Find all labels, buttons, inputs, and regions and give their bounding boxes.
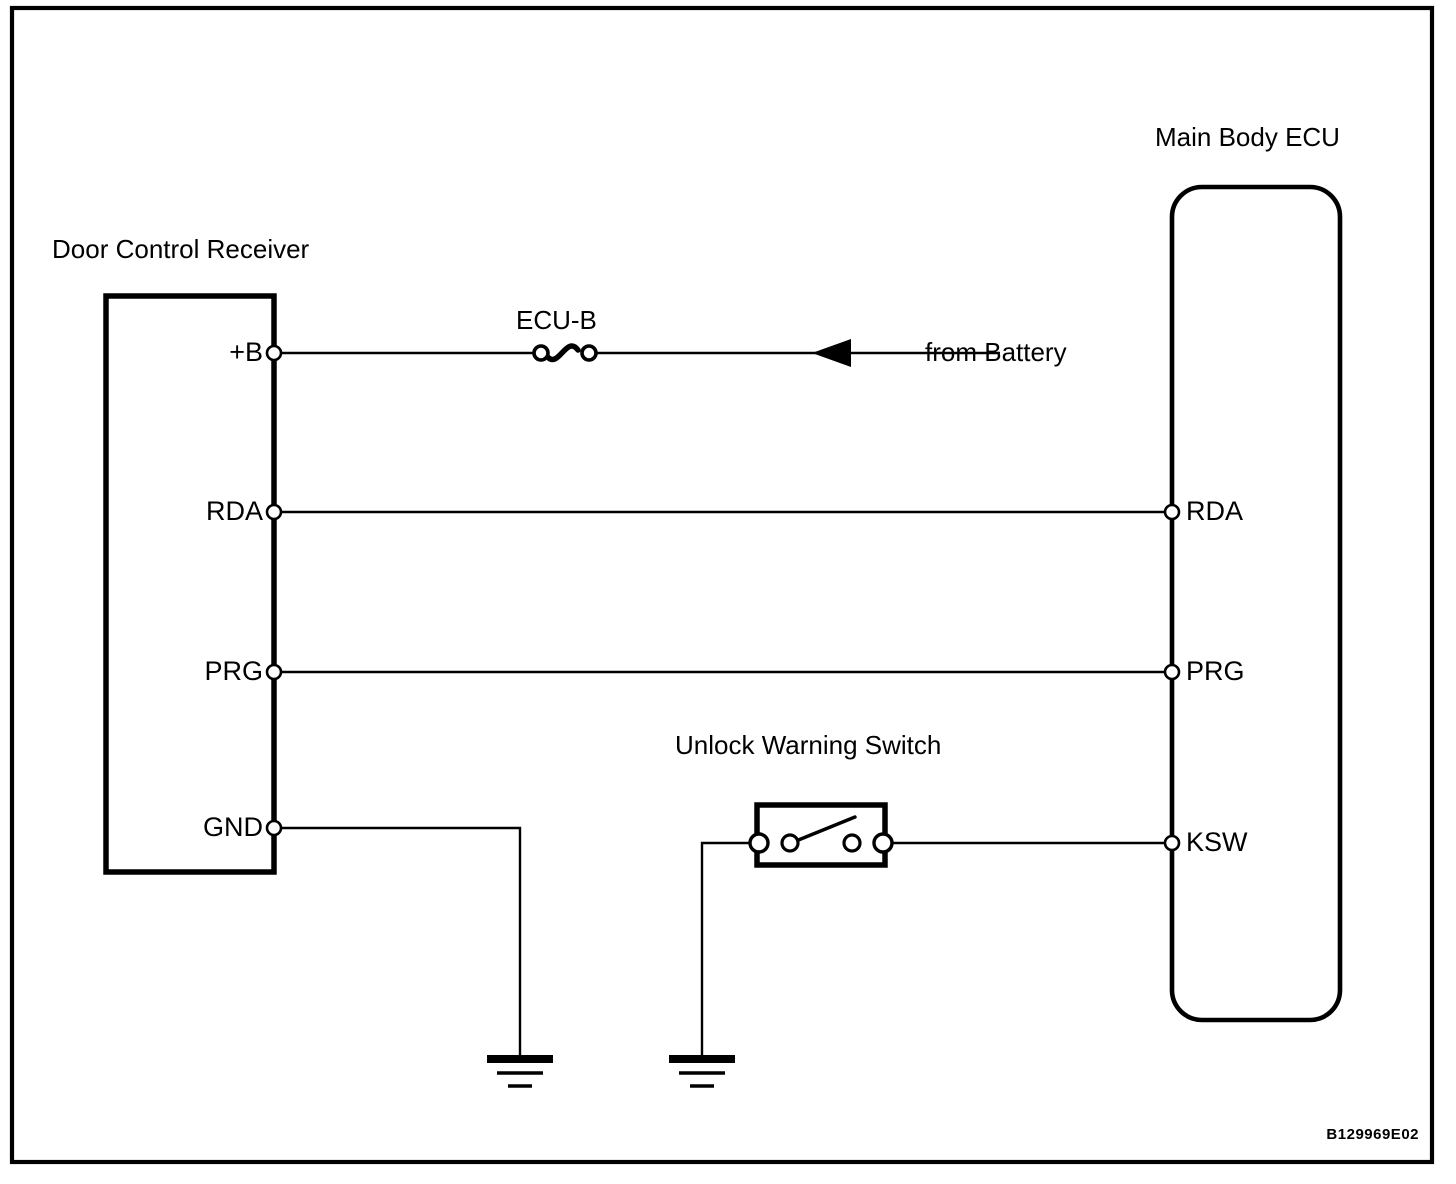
ecu-terminal-label-rda: RDA <box>1186 496 1243 526</box>
page-border <box>9 5 1435 1165</box>
ground-symbol-receiver <box>487 1055 553 1088</box>
fuse-ecub-symbol <box>532 343 598 363</box>
receiver-terminal-dot-plusb <box>265 344 283 362</box>
fuse-label: ECU-B <box>516 305 597 335</box>
ground-symbol-switch <box>669 1055 735 1088</box>
fuse-terminal-left <box>532 344 550 362</box>
wire-gnd-to-ground <box>274 826 522 1058</box>
unlock-warning-switch-symbol[interactable] <box>748 802 894 868</box>
door-control-receiver-box <box>103 293 277 875</box>
fuse-wavy-element <box>543 343 581 363</box>
fuse-terminal-right <box>580 344 598 362</box>
receiver-terminal-label-prg: PRG <box>204 656 263 686</box>
from-battery-arrow-icon <box>812 339 851 367</box>
receiver-terminal-dot-gnd <box>265 819 283 837</box>
receiver-terminal-dot-rda <box>265 503 283 521</box>
receiver-terminal-label-rda: RDA <box>206 496 263 526</box>
unlock-warning-switch-label: Unlock Warning Switch <box>675 730 941 760</box>
diagram-reference-code: B129969E02 <box>1326 1126 1419 1143</box>
wire-switch-to-ground <box>700 841 757 1058</box>
receiver-terminal-label-plusb: +B <box>229 337 263 367</box>
switch-terminal-left <box>748 832 770 854</box>
receiver-terminal-label-gnd: GND <box>203 812 263 842</box>
switch-blade <box>789 815 857 845</box>
receiver-terminal-dot-prg <box>265 663 283 681</box>
from-battery-label: from Battery <box>925 337 1067 367</box>
ecu-terminal-dot-rda <box>1163 503 1181 521</box>
switch-contact-left <box>780 833 800 853</box>
ecu-terminal-label-ksw: KSW <box>1186 827 1248 857</box>
ecu-terminal-label-prg: PRG <box>1186 656 1245 686</box>
switch-terminal-right <box>872 832 894 854</box>
ecu-terminal-dot-ksw <box>1163 834 1181 852</box>
switch-contact-right <box>842 833 862 853</box>
door-control-receiver-label: Door Control Receiver <box>52 234 310 264</box>
main-body-ecu-label: Main Body ECU <box>1155 122 1340 152</box>
switch-box <box>754 802 888 868</box>
main-body-ecu-box <box>1169 184 1343 1023</box>
ecu-terminal-dot-prg <box>1163 663 1181 681</box>
